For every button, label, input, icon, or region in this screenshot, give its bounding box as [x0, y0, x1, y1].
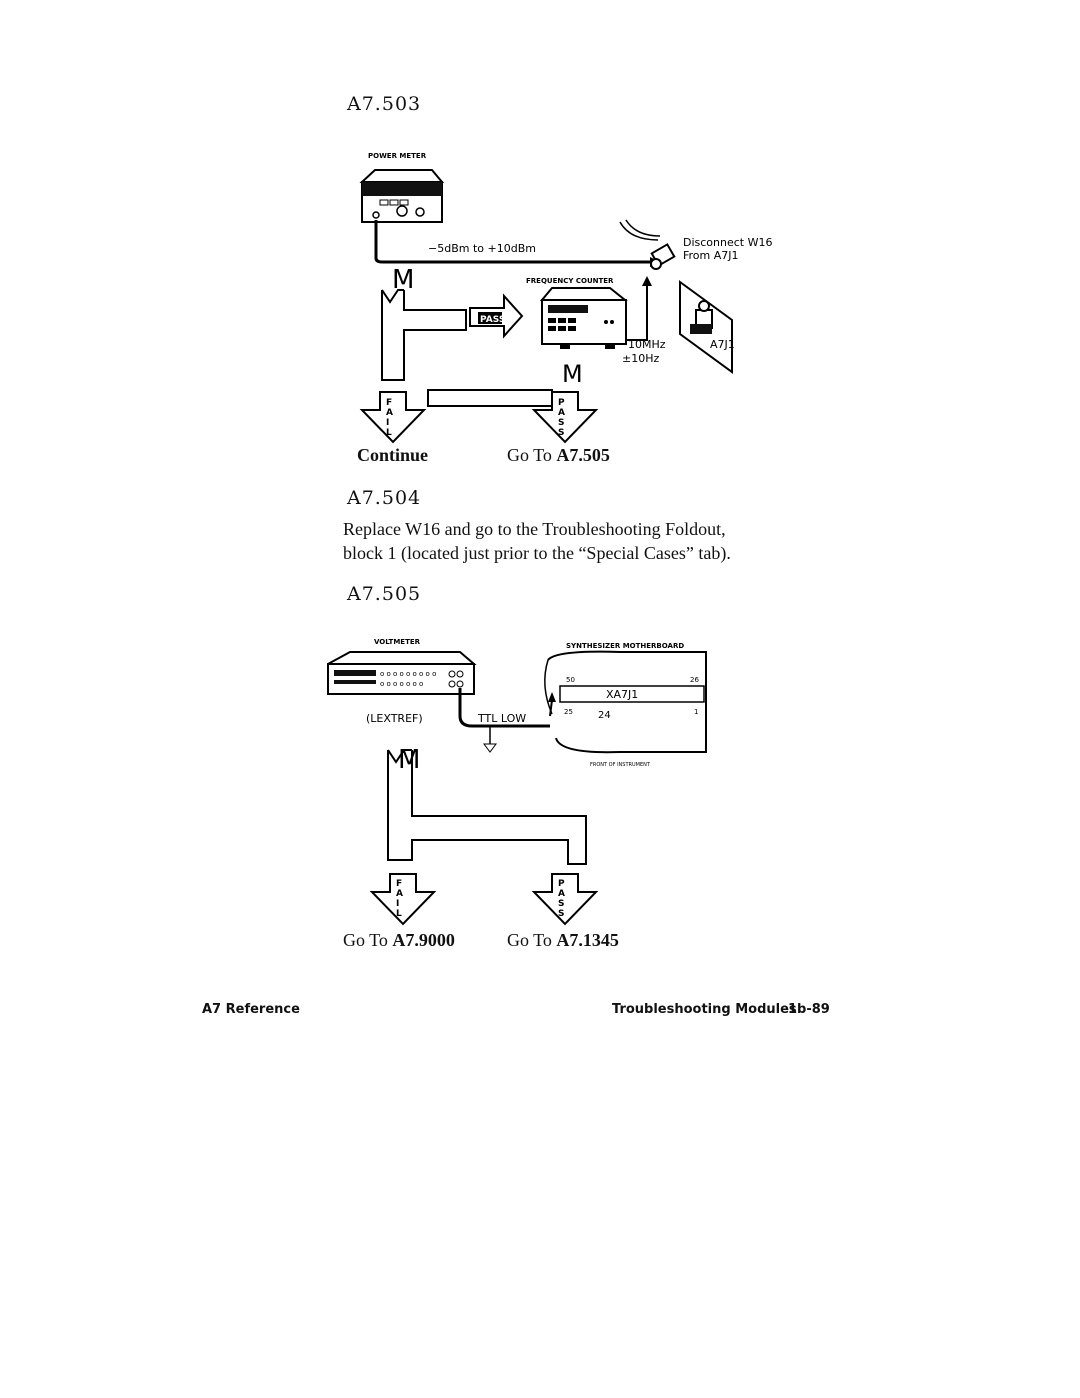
pin-24: 24: [598, 710, 611, 721]
flow-pass-path: [531, 391, 599, 444]
svg-text:S: S: [558, 899, 564, 909]
power-meter-icon: [359, 169, 445, 223]
xa7j1-label: XA7J1: [606, 688, 638, 701]
pin-1: 1: [694, 708, 698, 716]
heading-a7-505: A7.505: [347, 583, 422, 605]
svg-text:S: S: [558, 418, 564, 428]
svg-text:L: L: [396, 909, 402, 919]
frequency-counter-icon: [539, 287, 628, 349]
svg-text:I: I: [396, 899, 399, 909]
goto-a7-1345: Go To A7.1345: [507, 930, 619, 950]
svg-text:PASS: PASS: [480, 315, 505, 325]
pass-badge: PASS: [469, 293, 524, 339]
disconnect-text: Disconnect W16: [683, 236, 772, 249]
svg-text:L: L: [386, 428, 392, 438]
lextref-label: (LEXTREF): [366, 712, 423, 725]
heading-a7-504: A7.504: [347, 487, 422, 509]
footer-left: A7 Reference: [202, 1002, 300, 1017]
body-line-2: block 1 (located just prior to the “Spec…: [343, 543, 731, 563]
voltmeter-label: VOLTMETER: [374, 638, 421, 646]
svg-text:A: A: [558, 408, 565, 418]
m-letter-1: M: [392, 265, 414, 295]
freq-text: 10MHz: [628, 338, 666, 351]
diagram-a7-505: VOLTMETER SYNTHESIZER MOTHERBOARD o o o …: [327, 638, 707, 926]
motherboard-label: SYNTHESIZER MOTHERBOARD: [566, 642, 684, 650]
voltmeter-icon: o o o o o o o o o o o o o o o o: [327, 651, 477, 695]
pin-25: 25: [564, 708, 573, 716]
continue-label: Continue: [357, 445, 429, 465]
motherboard-icon: [544, 650, 707, 754]
svg-text:A: A: [558, 889, 565, 899]
heading-a7-503: A7.503: [347, 93, 422, 115]
svg-text:S: S: [558, 428, 564, 438]
footer-page: 1b-89: [788, 1002, 830, 1017]
goto-a7-9000: Go To A7.9000: [343, 930, 455, 950]
front-label: FRONT OF INSTRUMENT: [590, 762, 651, 768]
from-text: From A7J1: [683, 249, 739, 262]
svg-text:A: A: [396, 889, 403, 899]
level-text: −5dBm to +10dBm: [428, 242, 536, 255]
flow-fail-path: [359, 289, 553, 444]
goto-a7-505: Go To A7.505: [507, 445, 610, 465]
footer-right: Troubleshooting Modules: [612, 1002, 797, 1017]
tol-text: ±10Hz: [622, 352, 659, 365]
svg-text:o o o o o o o: o o o o o o o: [380, 680, 423, 688]
pin-26: 26: [690, 676, 699, 684]
svg-text:I: I: [386, 418, 389, 428]
a7j1-connector-icon: [679, 280, 733, 374]
svg-text:A: A: [386, 408, 393, 418]
flow-505-path: [369, 749, 599, 926]
body-line-1: Replace W16 and go to the Troubleshootin…: [343, 519, 726, 539]
pin-50: 50: [566, 676, 575, 684]
fail-letters-1: F: [386, 398, 392, 408]
pass-letters-1: P: [558, 398, 565, 408]
connector-label: A7J1: [710, 338, 735, 351]
pass-letters-2: P: [558, 879, 565, 889]
power-meter-label: POWER METER: [368, 152, 427, 160]
ttl-label: TTL LOW: [477, 712, 526, 725]
fail-letters-2: F: [396, 879, 402, 889]
m-letter-2: M: [562, 360, 583, 388]
w16-cable-icon: [619, 219, 676, 270]
svg-text:S: S: [558, 909, 564, 919]
diagram-a7-503: POWER METER −5dBm to +10dBm Disconnect W…: [359, 152, 772, 444]
m-letter-3: M: [398, 745, 420, 775]
counter-label: FREQUENCY COUNTER: [526, 277, 614, 285]
svg-text:o o o o o o o o o: o o o o o o o o o: [380, 670, 436, 678]
